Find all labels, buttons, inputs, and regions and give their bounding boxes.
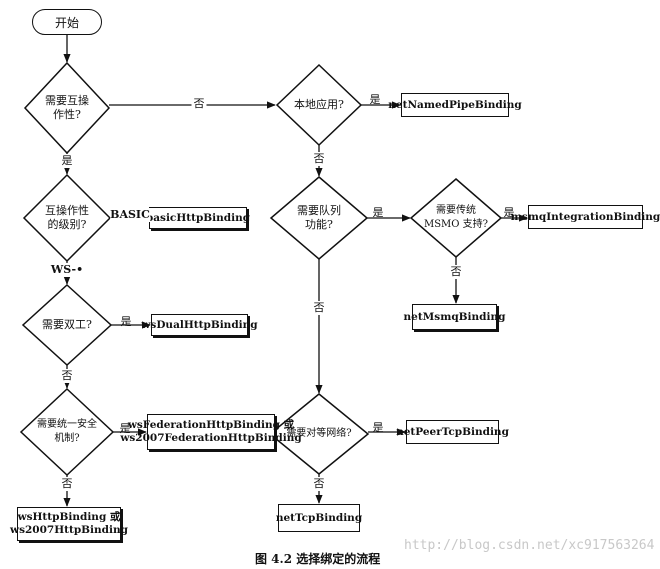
edge-label-no-interop: 否 [191,97,207,111]
decision-level-line2: 的级别? [47,218,87,231]
edge-label-yes-msmq: 是 [503,206,515,219]
decision-interop-line1: 需要互操 [45,94,89,107]
edge-label-yes-duplex: 是 [120,315,132,328]
result-basichttpbinding: basicHttpBinding [146,207,250,229]
edge-label-no-queue: 否 [313,301,325,315]
decision-duplex-label: 需要双工? [42,318,92,331]
result-wshttpbinding: wsHttpBinding 或 ws2007HttpBinding [10,507,128,541]
result-wsfederationhttpbinding: wsFederationHttpBinding 或 ws2007Federati… [120,414,302,450]
result-netpeertcpbinding: netPeerTcpBinding [396,420,509,444]
decision-msmq-line1: 需要传统 [435,205,476,216]
result-wshttp-text: wsHttpBinding 或 ws2007HttpBinding [10,511,128,537]
edge-label-no-duplex: 否 [61,369,73,383]
decision-interop-line2: 作性? [53,108,81,121]
result-wsfederation-line1: wsFederationHttpBinding 或 [127,419,295,431]
edge-label-yes-security: 是 [119,422,131,435]
watermark: http://blog.csdn.net/xc917563264 [404,538,655,553]
decision-msmq-label: 需要传统 MSMO 支持? [424,204,488,232]
result-wsfederation-text: wsFederationHttpBinding 或 ws2007Federati… [120,419,301,445]
edge-label-yes-p2p: 是 [372,421,384,434]
decision-msmq-line2: MSMO 支持? [423,219,489,230]
result-wsdualhttpbinding: wsDualHttpBinding [141,314,258,336]
result-netmsmqbinding: netMsmqBinding [404,304,505,330]
result-nettcpbinding: netTcpBinding [276,504,362,532]
decision-interop-label: 需要互操 作性? [45,94,89,122]
decision-level-line1: 互操作性 [45,204,89,217]
result-wsfederation-line2: ws2007FederationHttpBinding [120,432,302,444]
decision-queue-line1: 需要队列 [297,204,341,217]
decision-level-label: 互操作性 的级别? [45,204,89,232]
edge-label-yes-interop: 是 [61,154,73,168]
edge-label-no-local: 否 [313,152,325,166]
edge-label-basic: BASIC [110,208,150,222]
decision-local-label: 本地应用? [294,98,344,111]
figure-caption: 图 4.2 选择绑定的流程 [255,552,381,566]
edge-label-no-security: 否 [61,477,73,491]
result-msmqintegrationbinding: msmqIntegrationBinding [511,205,660,229]
decision-queue-line2: 功能? [305,218,333,231]
start-terminal: 开始 [32,9,102,35]
result-netnamedpipebinding: netNamedPipeBinding [388,93,522,117]
result-wshttp-line2: ws2007HttpBinding [10,524,128,536]
decision-p2p-label: 需要对等网络? [286,428,352,439]
decision-security-label: 需要统一安全 机制? [37,418,97,446]
decision-security-line1: 需要统一安全 [37,419,97,430]
edge-label-yes-local: 是 [369,93,381,106]
decision-security-line2: 机制? [54,433,80,444]
decision-queue-label: 需要队列 功能? [297,204,341,232]
edge-label-no-msmq: 否 [450,265,462,279]
edge-label-ws: WS-• [50,263,84,277]
result-wshttp-line1: wsHttpBinding 或 [17,511,121,523]
edge-label-no-p2p: 否 [313,477,325,491]
edge-label-yes-queue: 是 [372,206,384,219]
